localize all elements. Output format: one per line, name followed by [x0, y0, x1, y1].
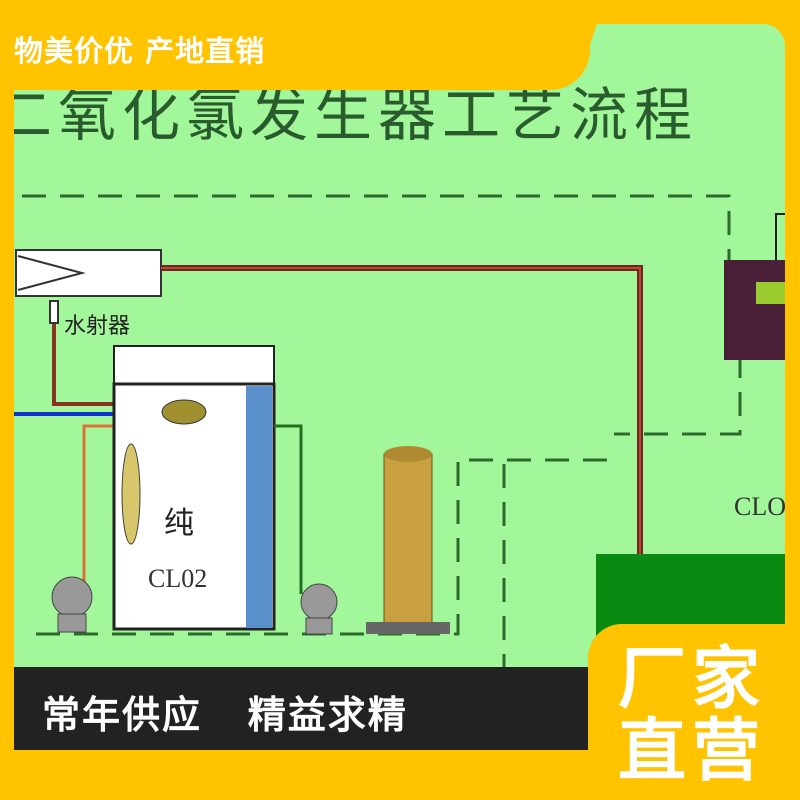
dashed-boundary: [22, 194, 742, 667]
process-diagram: 二氧化氯发生器工艺流程: [14, 24, 785, 667]
ejector-label: 水射器: [64, 314, 131, 339]
ejector: [15, 249, 162, 297]
badge-text: 厂家 直营: [618, 644, 778, 788]
direct-sale-badge: [588, 624, 785, 800]
top-slogan: 物美价优 产地直销: [14, 34, 266, 68]
pure-label: 纯: [164, 506, 194, 541]
right-clo-label: CLO: [734, 492, 785, 521]
diagram-title: 二氧化氯发生器工艺流程: [14, 81, 699, 149]
bottom-slogan: 常年供应 精益求精: [42, 693, 408, 737]
badge-line-2: 直营: [618, 712, 767, 791]
diagram-drawing: [14, 194, 785, 667]
bottom-banner: [14, 667, 604, 750]
badge-line-1: 厂家: [618, 640, 767, 719]
clo2-label: CL02: [148, 564, 208, 593]
